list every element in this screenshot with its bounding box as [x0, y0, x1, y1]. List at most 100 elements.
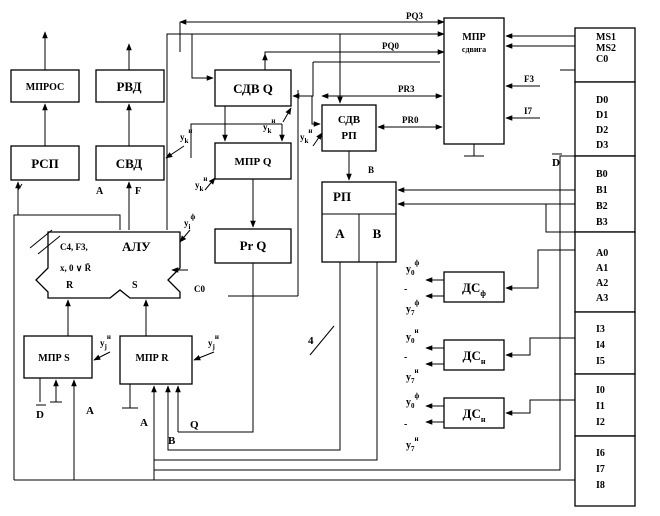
rvd-block	[95, 69, 165, 103]
rp-b-in-label: B	[368, 165, 374, 175]
bottom-bus-2	[154, 155, 575, 471]
ds-f-label: ДСф	[462, 280, 486, 298]
bus-label-b2: B2	[596, 201, 608, 212]
mpr-r-block	[119, 335, 193, 385]
bus-label-a3: A3	[596, 293, 608, 304]
a-to-ds-f	[505, 249, 575, 291]
d-bar-left: D	[36, 409, 44, 421]
y7-n1: y7н	[406, 367, 419, 385]
alu-label: АЛУ	[122, 239, 151, 254]
ds-n2-label: ДСн	[463, 406, 486, 424]
alu-r-label: R	[66, 280, 74, 291]
bus-width-label: 4	[308, 335, 314, 347]
bus-label-ms1: MS1	[596, 32, 616, 43]
bus-label-d0: D0	[596, 95, 608, 106]
mpr-r-label: МПР R	[135, 353, 169, 364]
alu-ctrl-arrow	[179, 229, 191, 243]
pr-q-block	[214, 228, 292, 264]
bus-label-i0: I0	[596, 385, 605, 396]
sdvrp-ctrl-arrow	[312, 132, 323, 147]
bus-label-d2: D2	[596, 125, 608, 136]
to-sdvrp-left	[311, 96, 321, 127]
bus-i1-group	[574, 311, 636, 375]
bus-label-d3: D3	[596, 140, 608, 151]
bus-label-a0: A0	[596, 248, 608, 259]
a-mprr-label: A	[140, 417, 148, 429]
sdv-q-label: СДВ Q	[233, 81, 273, 96]
dash-n2: -	[404, 419, 407, 430]
alu-block	[35, 231, 181, 299]
bus-label-ms2: MS2	[596, 43, 616, 54]
y0-f: y0ф	[406, 259, 420, 277]
c0-alu-label: C0	[194, 284, 205, 294]
pq3-label: PQ3	[406, 11, 423, 21]
svd-f-label: F	[135, 186, 141, 197]
bus-label-i7: I7	[596, 464, 605, 475]
rsp-label: РСП	[31, 156, 59, 171]
yk-sdvrp: ykн	[300, 127, 312, 145]
rsp-block	[10, 145, 80, 181]
to-sdvq-right	[292, 62, 314, 99]
alu-fb-mprq	[190, 123, 282, 158]
rp-label: РП	[333, 189, 351, 204]
a-mprs-label: A	[86, 405, 94, 417]
bus-label-i6: I6	[596, 448, 605, 459]
bus-label-b3: B3	[596, 217, 608, 228]
yj-mprs: yjн	[100, 333, 111, 351]
bus-label-i4: I4	[596, 340, 605, 351]
mpr-q-label: МПР Q	[235, 156, 272, 168]
bus-i3-group	[574, 435, 636, 507]
mpr-shift-block	[443, 17, 505, 145]
alu-to-rsp	[17, 183, 23, 215]
mprr-ctrl-arrow	[193, 351, 215, 361]
bus-label-a1: A1	[596, 263, 608, 274]
alu-s-label: S	[132, 280, 138, 291]
yk-mprq: ykн	[195, 175, 207, 193]
yi-alu: yiф	[184, 213, 195, 231]
bus-control-group	[574, 27, 636, 83]
mpros-label: МПРОС	[26, 82, 64, 93]
bus-label-i1: I1	[596, 401, 605, 412]
bus-label-d1: D1	[596, 110, 608, 121]
bus-label-i5: I5	[596, 356, 605, 367]
q-bot-label: Q	[190, 419, 199, 431]
bus-width-slash	[309, 325, 335, 356]
sdv-rp-label-1: СДВ	[338, 114, 361, 126]
pr0-label: PR0	[402, 115, 419, 125]
ds-f-block	[443, 271, 505, 303]
sdvq-ctrl-arrow	[282, 107, 292, 123]
pr3-label: PR3	[398, 84, 415, 94]
pr-q-label: Pr Q	[240, 238, 267, 253]
dash-n1: -	[404, 352, 407, 363]
dash-f: -	[404, 284, 407, 295]
i2-to-ds-n2	[505, 399, 575, 416]
mpr-shift-label-1: МПР	[462, 32, 485, 43]
yj-mprr: yjн	[208, 333, 219, 351]
rp-b-label: B	[373, 226, 382, 241]
rp-b-out	[154, 262, 378, 461]
bus-label-i8: I8	[596, 480, 605, 491]
svd-label: СВД	[116, 156, 143, 171]
bus-label-c0: C0	[596, 54, 608, 65]
right-bus-labels: MS1MS2C0D0D1D2D3B0B1B2B3A0A1A2A3I3I4I5I0…	[596, 32, 616, 491]
rvd-label: РВД	[116, 79, 141, 94]
yk-svd: ykн	[180, 127, 192, 145]
f3-label: F3	[524, 74, 534, 84]
y7-n2: y7н	[406, 435, 419, 453]
svd-block	[95, 145, 165, 181]
bus-label-i3: I3	[596, 324, 605, 335]
ds-n1-block	[443, 339, 505, 371]
y0-n2: y0ф	[406, 392, 420, 410]
i1-to-ds-n1	[505, 337, 575, 358]
alu-cond-label: x, 0 ∨ R̄	[60, 263, 92, 273]
svd-a-label: A	[96, 186, 104, 197]
pq0-line	[264, 51, 444, 70]
y0-n1: y0н	[406, 327, 419, 345]
bus-i2-group	[574, 373, 636, 437]
loop-top-1	[166, 33, 440, 230]
sdv-rp-block	[321, 104, 377, 152]
svd-ctrl-arrow	[165, 145, 185, 159]
d-bar-right: D	[552, 157, 560, 169]
bus-label-b1: B1	[596, 185, 608, 196]
